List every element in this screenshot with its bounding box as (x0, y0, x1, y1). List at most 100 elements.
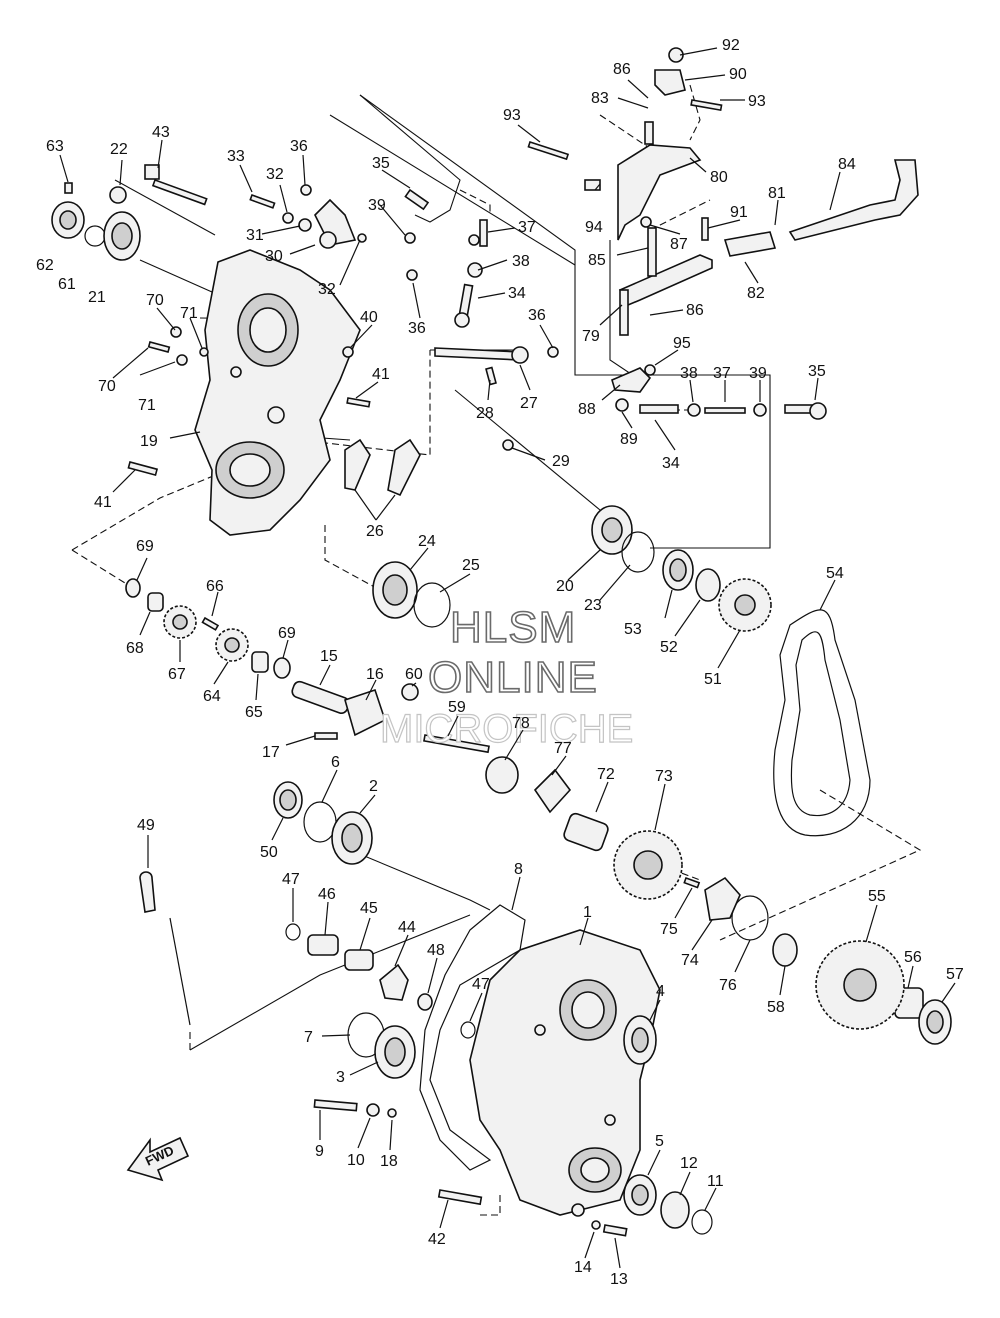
callout-79: 79 (582, 328, 600, 345)
callout-16: 16 (366, 666, 384, 683)
callout-38b: 38 (680, 365, 698, 382)
callout-44: 44 (398, 919, 416, 936)
callout-55: 55 (868, 888, 886, 905)
callout-34: 34 (508, 285, 526, 302)
callout-65: 65 (245, 704, 263, 721)
callout-27: 27 (520, 395, 538, 412)
callout-36c: 36 (528, 307, 546, 324)
callout-54: 54 (826, 565, 844, 582)
callout-56: 56 (904, 949, 922, 966)
callout-87: 87 (670, 236, 688, 253)
callout-59: 59 (448, 699, 466, 716)
callout-2: 2 (369, 778, 378, 795)
callout-labels: 1 2 3 4 5 6 7 8 9 10 11 12 13 14 15 16 1… (36, 37, 964, 1288)
callout-11: 11 (707, 1173, 724, 1190)
callout-9: 9 (315, 1143, 324, 1160)
callout-25: 25 (462, 557, 480, 574)
callout-92: 92 (722, 37, 740, 54)
callout-41b: 41 (94, 494, 112, 511)
shift-lever-assembly (584, 47, 919, 393)
callout-35b: 35 (808, 363, 826, 380)
callout-32: 32 (266, 166, 284, 183)
callout-39b: 39 (749, 365, 767, 382)
callout-50: 50 (260, 844, 278, 861)
bearings-and-seals (51, 201, 952, 1235)
callout-42: 42 (428, 1231, 446, 1248)
callout-73: 73 (655, 768, 673, 785)
callout-72: 72 (597, 766, 615, 783)
callout-5: 5 (655, 1133, 664, 1150)
leader-lines (59, 47, 956, 1269)
callout-19: 19 (140, 433, 158, 450)
callout-32b: 32 (318, 281, 336, 298)
callout-76: 76 (719, 977, 737, 994)
callout-18: 18 (380, 1153, 398, 1170)
callout-68: 68 (126, 640, 144, 657)
callout-93: 93 (503, 107, 521, 124)
callout-95: 95 (673, 335, 691, 352)
callout-53: 53 (624, 621, 642, 638)
callout-15: 15 (320, 648, 338, 665)
callout-6: 6 (331, 754, 340, 771)
callout-71b: 71 (138, 397, 156, 414)
callout-1: 1 (583, 904, 592, 921)
callout-23: 23 (584, 597, 602, 614)
callout-14: 14 (574, 1259, 592, 1276)
callout-47: 47 (282, 871, 300, 888)
callout-13: 13 (610, 1271, 628, 1288)
callout-45: 45 (360, 900, 378, 917)
callout-47b: 47 (472, 976, 490, 993)
callout-38: 38 (512, 253, 530, 270)
gear-case-cover (194, 249, 361, 536)
callout-94: 94 (585, 219, 603, 236)
callout-71: 71 (180, 305, 198, 322)
callout-22: 22 (110, 141, 128, 158)
callout-37: 37 (518, 219, 536, 236)
callout-86b: 86 (686, 302, 704, 319)
callout-66: 66 (206, 578, 224, 595)
callout-46: 46 (318, 886, 336, 903)
callout-34b: 34 (662, 455, 680, 472)
callout-39: 39 (368, 197, 386, 214)
callout-86: 86 (613, 61, 631, 78)
callout-70b: 70 (98, 378, 116, 395)
callout-61: 61 (58, 276, 76, 293)
fasteners (64, 99, 827, 1237)
callout-57: 57 (946, 966, 964, 983)
watermark-line-1: HLSM (450, 603, 576, 652)
callout-33: 33 (227, 148, 245, 165)
callout-10: 10 (347, 1152, 365, 1169)
callout-88: 88 (578, 401, 596, 418)
callout-36: 36 (290, 138, 308, 155)
shafts-and-gears (139, 578, 905, 1030)
callout-69: 69 (136, 538, 154, 555)
callout-41: 41 (372, 366, 390, 383)
callout-70: 70 (146, 292, 164, 309)
fwd-arrow-icon: FWD (126, 1136, 190, 1182)
callout-26: 26 (366, 523, 384, 540)
callout-52: 52 (660, 639, 678, 656)
callout-69b: 69 (278, 625, 296, 642)
callout-77: 77 (554, 740, 572, 757)
callout-67: 67 (168, 666, 186, 683)
gear-case-housing (469, 929, 661, 1216)
callout-91: 91 (730, 204, 748, 221)
callout-3: 3 (336, 1069, 345, 1086)
callout-58: 58 (767, 999, 785, 1016)
shift-linkage (314, 198, 529, 497)
callout-20: 20 (556, 578, 574, 595)
drive-chain (773, 609, 871, 837)
callout-84: 84 (838, 156, 856, 173)
callout-35: 35 (372, 155, 390, 172)
callout-93b: 93 (748, 93, 766, 110)
callout-82: 82 (747, 285, 765, 302)
callout-24: 24 (418, 533, 436, 550)
callout-17: 17 (262, 744, 280, 761)
gasket (419, 904, 526, 1171)
watermark: HLSM ONLINE MICROFICHE (379, 602, 634, 751)
callout-12: 12 (680, 1155, 698, 1172)
callout-80: 80 (710, 169, 728, 186)
callout-62: 62 (36, 257, 54, 274)
callout-30: 30 (265, 248, 283, 265)
callout-89: 89 (620, 431, 638, 448)
